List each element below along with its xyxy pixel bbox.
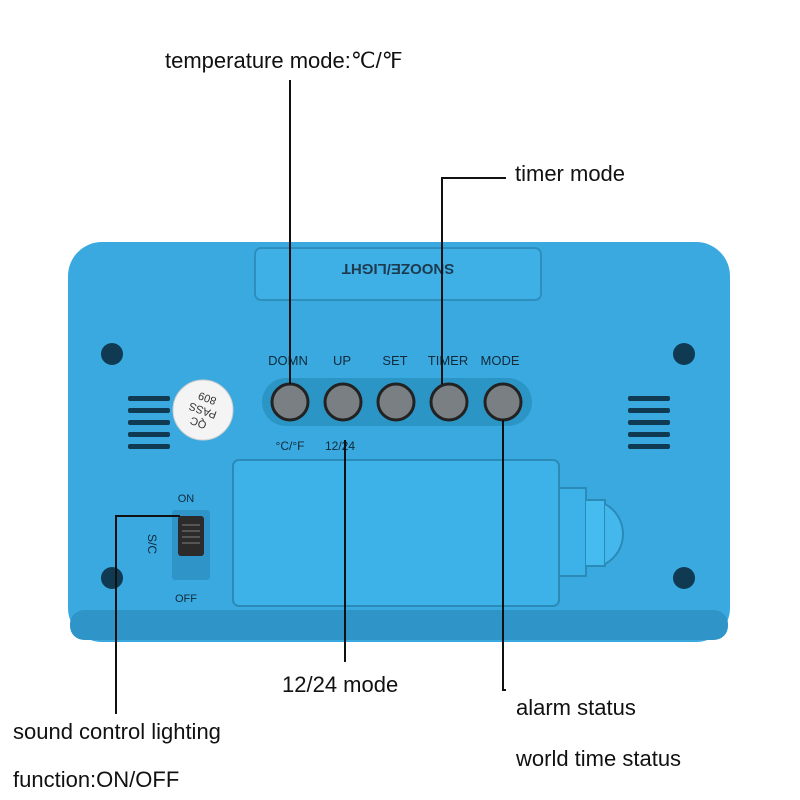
callout-world-time-status: world time status [516, 746, 682, 771]
stand-tab-arc [604, 503, 624, 565]
snooze-light-button[interactable] [254, 247, 542, 301]
leader-lines [115, 80, 506, 714]
up-button[interactable] [323, 382, 363, 422]
clock-body-shadow [70, 610, 728, 640]
button-sublabel-1224: 12/24 [325, 439, 355, 453]
switch-label-on: ON [178, 493, 195, 505]
callout-sound-line1: sound control lighting [13, 719, 221, 744]
button-sublabel-temp: °C/°F [276, 439, 305, 453]
qc-line3: 809 [197, 389, 218, 407]
button-label-timer: TIMER [428, 353, 468, 368]
callout-timer-mode: timer mode [515, 161, 626, 186]
button-label-mode: MODE [481, 353, 520, 368]
callout-sound-line2: function:ON/OFF [13, 767, 180, 792]
qc-line1: QC [189, 414, 209, 431]
button-label-domn: DOMN [268, 353, 308, 368]
snooze-light-label: SNOOZE/LIGHT [342, 260, 455, 277]
screw-hole-top-left [101, 343, 123, 365]
screw-hole-top-right [673, 343, 695, 365]
speaker-grille-right [628, 396, 670, 449]
screw-hole-bottom-right [673, 567, 695, 589]
battery-cover [232, 459, 560, 607]
timer-button[interactable] [429, 382, 469, 422]
callout-12-24-mode: 12/24 mode [282, 672, 399, 697]
switch-label-sc: S/C [145, 534, 159, 554]
button-label-up: UP [333, 353, 351, 368]
callout-temperature-mode: temperature mode:℃/℉ [165, 48, 403, 73]
domn-button[interactable] [270, 382, 310, 422]
callout-alarm-status: alarm status [516, 695, 636, 720]
screw-hole-bottom-left [101, 567, 123, 589]
switch-label-off: OFF [175, 593, 197, 605]
battery-cover-clip [558, 487, 587, 577]
switch-ridges [182, 524, 200, 544]
button-label-set: SET [382, 353, 407, 368]
mode-button[interactable] [483, 382, 523, 422]
stand-tab [586, 499, 606, 567]
qc-pass-sticker [172, 379, 234, 441]
speaker-grille-left [128, 396, 170, 449]
set-button[interactable] [376, 382, 416, 422]
